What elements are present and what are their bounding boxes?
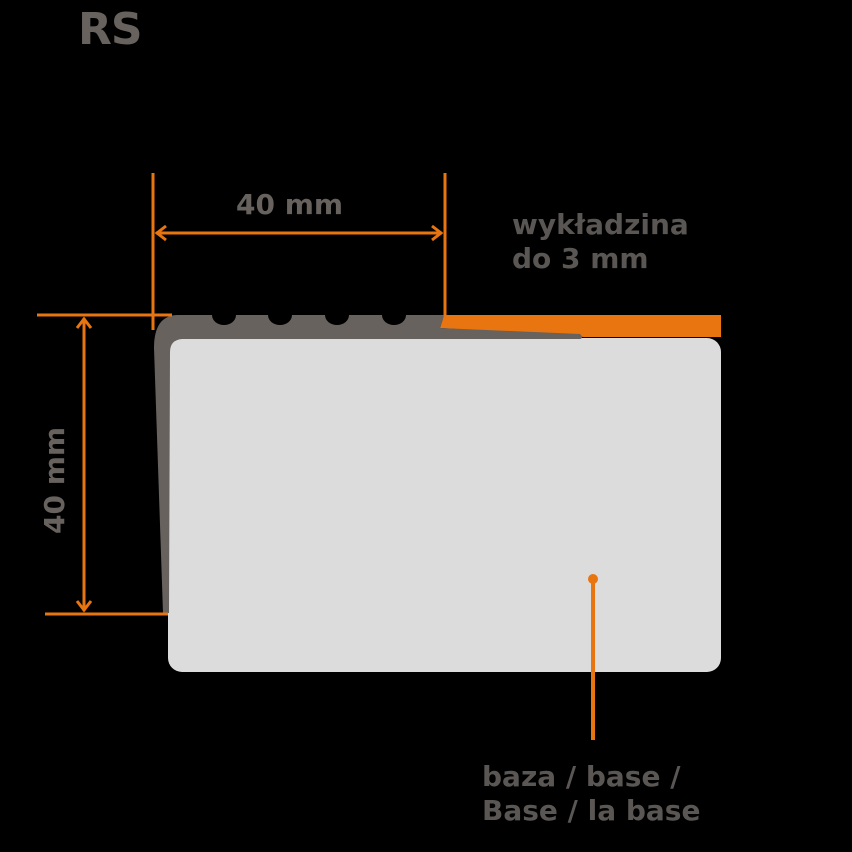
profile-title: RS: [78, 4, 143, 55]
base-label-line1: baza / base /: [482, 760, 681, 793]
base-leader-line: [588, 574, 598, 740]
flooring-label-line1: wykładzina: [512, 208, 689, 241]
base-label: baza / base / Base / la base: [482, 760, 700, 827]
width-dimension-label: 40 mm: [236, 188, 344, 221]
height-dimension-label: 40 mm: [38, 426, 71, 534]
flooring-label: wykładzina do 3 mm: [512, 208, 689, 275]
grip-grooves: [212, 315, 406, 325]
base-block: [168, 338, 721, 672]
base-label-line2: Base / la base: [482, 793, 701, 827]
height-dimension: [37, 313, 172, 616]
width-dimension: [151, 173, 447, 330]
flooring-label-line2: do 3 mm: [512, 241, 649, 275]
